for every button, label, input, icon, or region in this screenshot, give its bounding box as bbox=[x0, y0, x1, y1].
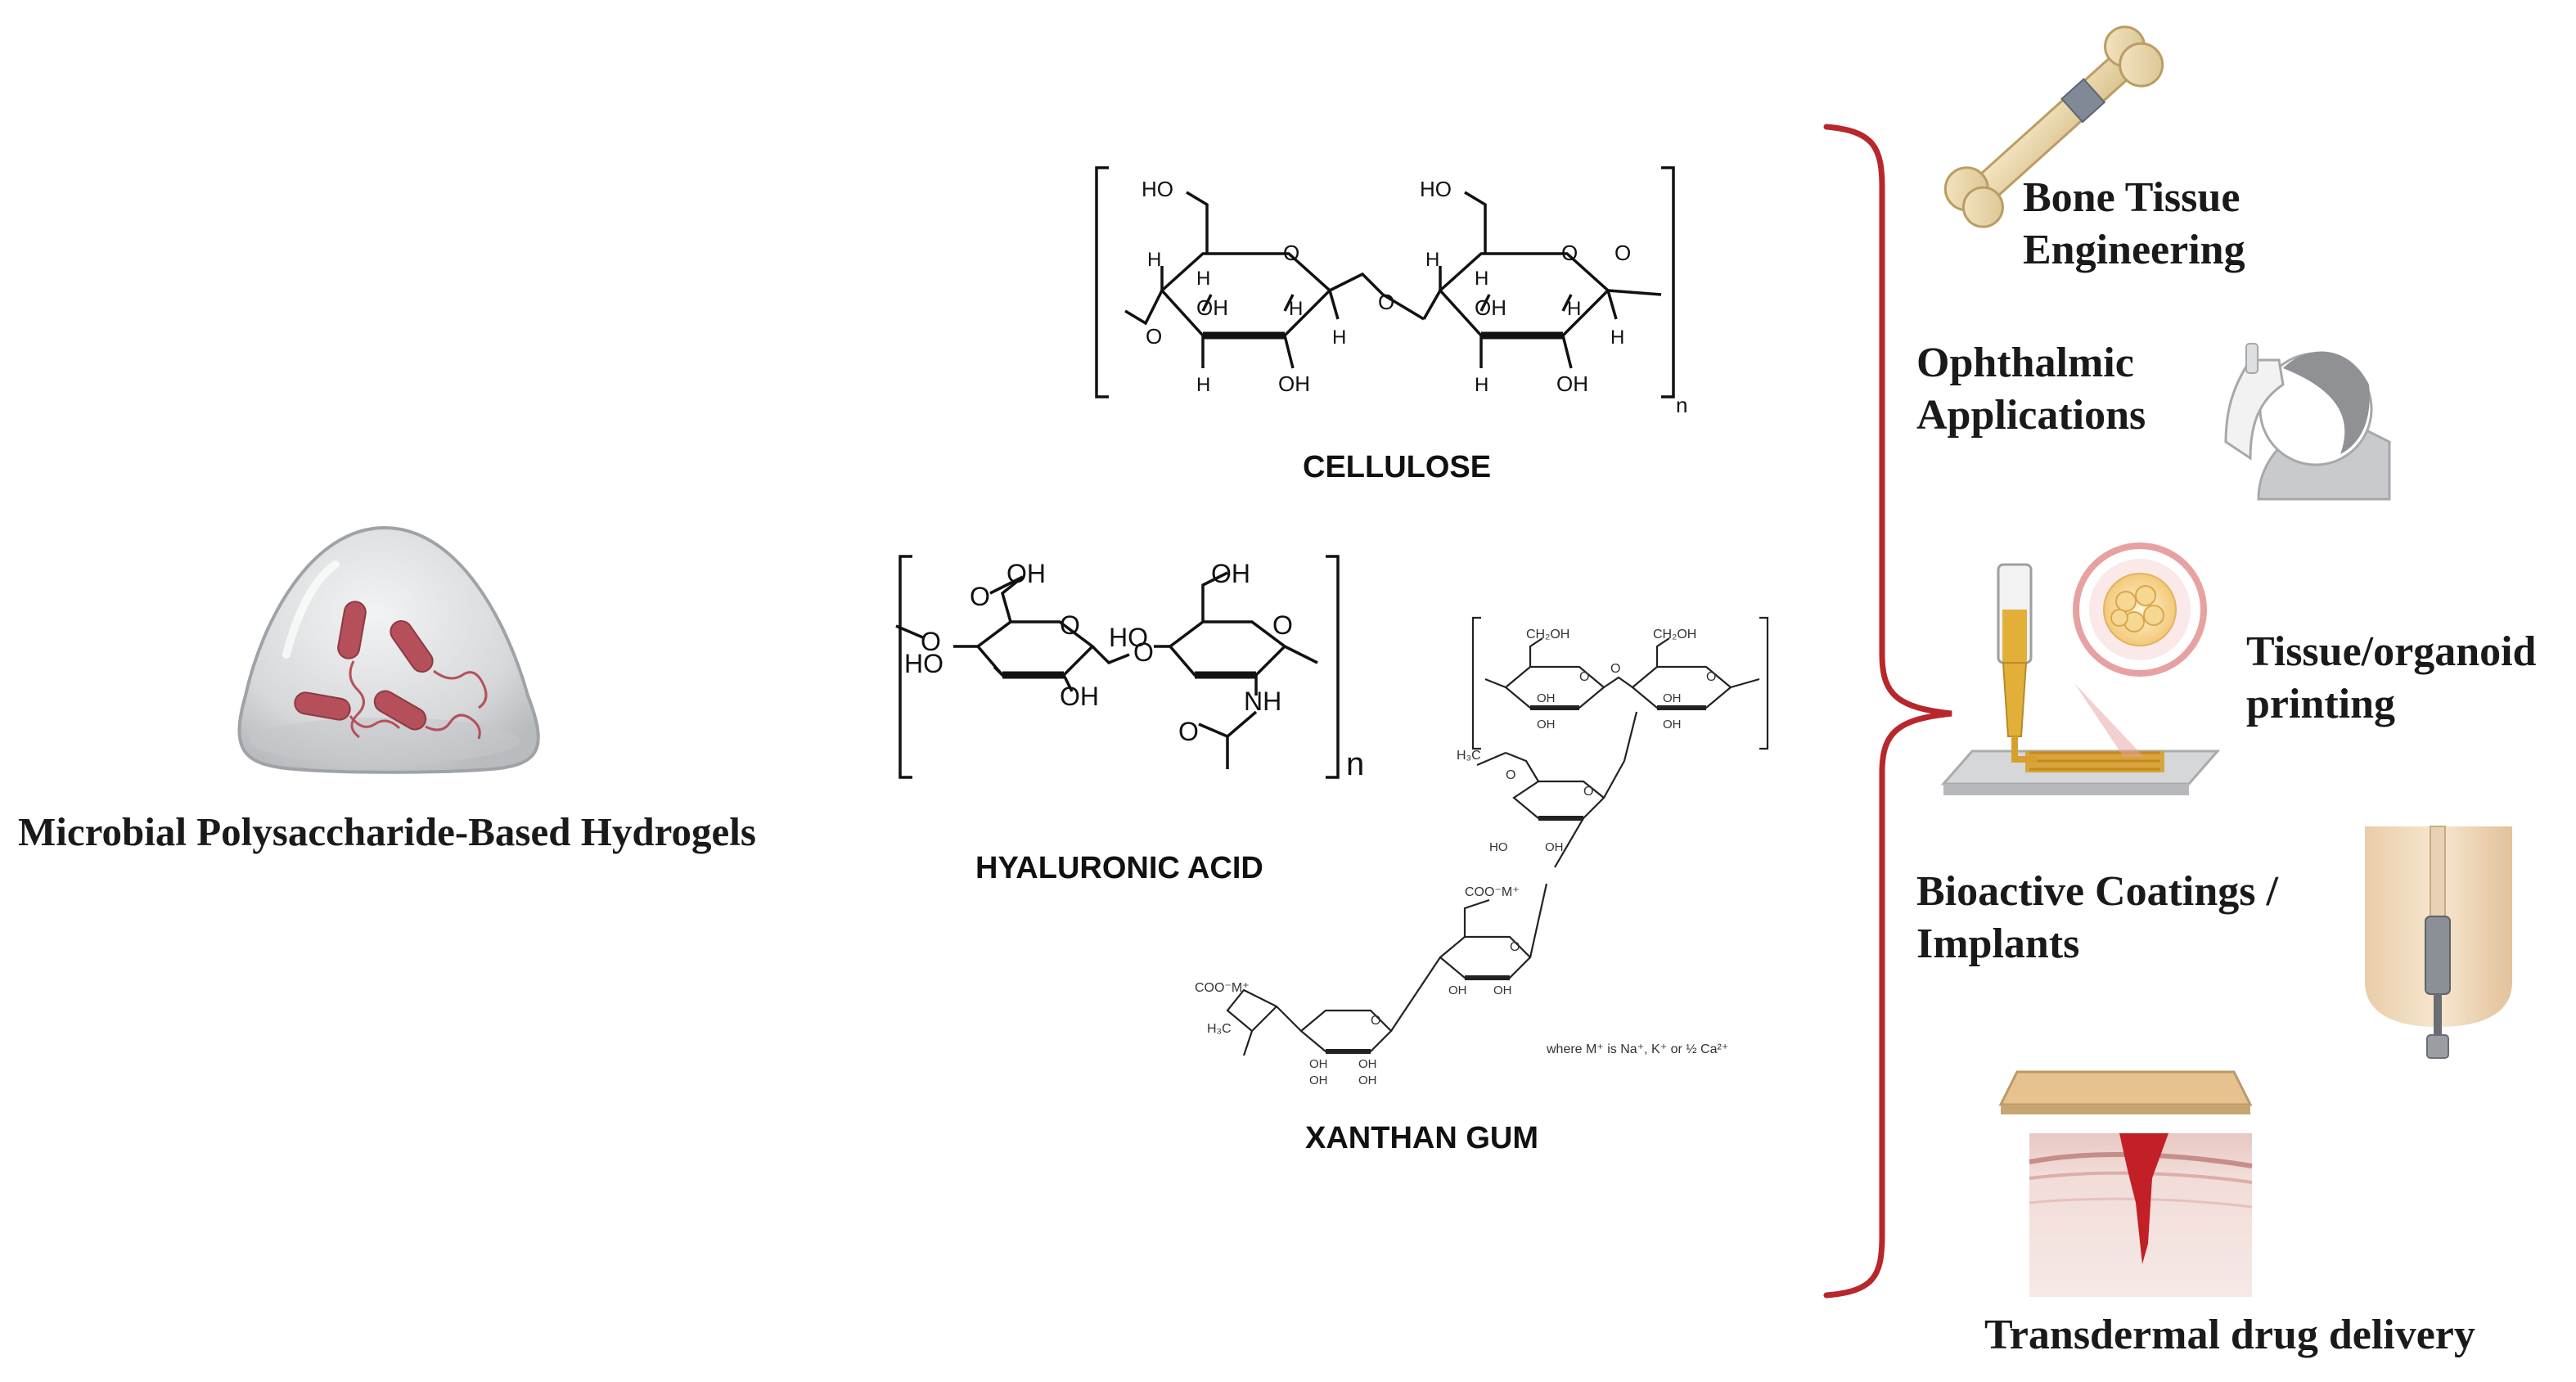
svg-text:O: O bbox=[1272, 610, 1293, 640]
svg-text:O: O bbox=[1178, 717, 1199, 746]
skin-wound-icon bbox=[2029, 1133, 2253, 1297]
application-bioactive-coatings: Bioactive Coatings / Implants bbox=[1916, 866, 2278, 970]
svg-text:NH: NH bbox=[1244, 686, 1281, 716]
hydrogel-dome-icon bbox=[237, 525, 540, 774]
bacteria-flagella bbox=[349, 660, 488, 740]
application-ophthalmic: Ophthalmic Applications bbox=[1916, 337, 2146, 442]
svg-text:H: H bbox=[1196, 374, 1210, 396]
svg-text:HO: HO bbox=[904, 649, 943, 678]
application-coatings-line2: Implants bbox=[1916, 921, 2080, 967]
svg-text:O: O bbox=[1583, 785, 1593, 799]
svg-text:O: O bbox=[1610, 662, 1620, 676]
svg-text:OH: OH bbox=[1358, 1057, 1377, 1071]
application-bone-line2: Engineering bbox=[2023, 227, 2245, 273]
eye-drop-icon bbox=[2224, 343, 2391, 501]
hyaluronic-acid-atom-labels: OH O O O HO OH O HO OH O NH O bbox=[904, 559, 1293, 746]
svg-text:OH: OH bbox=[1537, 691, 1556, 705]
svg-text:HO: HO bbox=[1142, 177, 1173, 201]
application-ophthalmic-line2: Applications bbox=[1916, 392, 2146, 439]
svg-text:COO⁻M⁺: COO⁻M⁺ bbox=[1195, 981, 1250, 995]
xanthan-gum-note: where M⁺ is Na⁺, K⁺ or ½ Ca²⁺ bbox=[1547, 1042, 1729, 1056]
svg-text:HO: HO bbox=[1489, 840, 1508, 854]
svg-text:HO: HO bbox=[1109, 623, 1148, 652]
svg-text:OH: OH bbox=[1309, 1074, 1328, 1087]
application-tissue-printing: Tissue/organoid printing bbox=[2246, 626, 2536, 731]
svg-text:OH: OH bbox=[1545, 840, 1564, 854]
hyaluronic-acid-label: HYALURONIC ACID bbox=[975, 851, 1263, 885]
hyaluronic-acid-subscript: n bbox=[1346, 746, 1365, 782]
svg-text:O: O bbox=[1579, 670, 1589, 684]
application-bone-line1: Bone Tissue bbox=[2023, 174, 2240, 221]
svg-text:O: O bbox=[1706, 670, 1716, 684]
svg-text:O: O bbox=[1561, 241, 1578, 265]
application-tissue-line1: Tissue/organoid bbox=[2246, 628, 2537, 675]
main-title: Microbial Polysaccharide-Based Hydrogels bbox=[18, 809, 756, 854]
svg-text:OH: OH bbox=[1475, 295, 1506, 320]
svg-text:O: O bbox=[921, 627, 941, 656]
application-ophthalmic-line1: Ophthalmic bbox=[1916, 340, 2134, 386]
svg-text:COO⁻M⁺: COO⁻M⁺ bbox=[1465, 885, 1520, 899]
implant-icon bbox=[2365, 826, 2512, 1059]
coating-patch-icon bbox=[1998, 1070, 2253, 1114]
svg-text:H: H bbox=[1610, 326, 1624, 349]
svg-text:CH₂OH: CH₂OH bbox=[1526, 628, 1569, 641]
svg-text:O: O bbox=[1371, 1014, 1380, 1028]
svg-text:H: H bbox=[1196, 268, 1210, 290]
svg-text:OH: OH bbox=[1537, 718, 1556, 732]
svg-text:H: H bbox=[1475, 268, 1488, 290]
application-tissue-line2: printing bbox=[2246, 681, 2396, 727]
svg-text:O: O bbox=[1146, 324, 1162, 349]
svg-text:OH: OH bbox=[1663, 718, 1682, 732]
svg-text:O: O bbox=[1615, 241, 1631, 265]
svg-text:OH: OH bbox=[1196, 295, 1228, 320]
svg-text:OH: OH bbox=[1448, 984, 1467, 997]
hyaluronic-acid-structure bbox=[895, 555, 1340, 779]
svg-text:OH: OH bbox=[1358, 1074, 1377, 1087]
svg-text:O: O bbox=[1506, 768, 1515, 782]
grouping-brace bbox=[1823, 124, 1952, 1299]
svg-text:H: H bbox=[1332, 326, 1346, 349]
svg-text:O: O bbox=[1283, 241, 1299, 265]
svg-text:OH: OH bbox=[1309, 1057, 1328, 1071]
svg-text:O: O bbox=[1510, 940, 1520, 954]
svg-text:O: O bbox=[970, 582, 990, 611]
bone-icon bbox=[1943, 25, 2164, 228]
xanthan-gum-atom-labels: CH₂OH CH₂OH O O O OH OH OH OH H₃C O O HO… bbox=[1195, 628, 1716, 1087]
svg-text:OH: OH bbox=[1211, 559, 1250, 588]
svg-text:OH: OH bbox=[1556, 371, 1588, 396]
svg-text:OH: OH bbox=[1278, 371, 1310, 396]
cellulose-subscript: n bbox=[1676, 393, 1688, 417]
svg-text:H₃C: H₃C bbox=[1207, 1022, 1232, 1036]
svg-text:OH: OH bbox=[1007, 559, 1046, 588]
xanthan-gum-structure bbox=[1226, 616, 1769, 1056]
svg-text:H: H bbox=[1567, 298, 1581, 320]
svg-text:O: O bbox=[1133, 637, 1154, 667]
svg-text:CH₂OH: CH₂OH bbox=[1653, 628, 1696, 641]
svg-text:H: H bbox=[1425, 249, 1439, 271]
svg-text:OH: OH bbox=[1060, 682, 1099, 711]
bacteria-icon bbox=[294, 601, 434, 731]
svg-text:H: H bbox=[1147, 249, 1161, 271]
svg-text:OH: OH bbox=[1493, 984, 1512, 997]
svg-text:OH: OH bbox=[1663, 691, 1682, 705]
svg-text:O: O bbox=[1378, 290, 1394, 314]
svg-text:HO: HO bbox=[1420, 177, 1452, 201]
application-bone-tissue: Bone Tissue Engineering bbox=[2023, 172, 2245, 277]
svg-text:H₃C: H₃C bbox=[1457, 749, 1481, 763]
application-transdermal: Transdermal drug delivery bbox=[1984, 1309, 2475, 1362]
bioprinter-icon bbox=[1940, 542, 2221, 795]
xanthan-gum-label: XANTHAN GUM bbox=[1305, 1121, 1538, 1155]
svg-text:H: H bbox=[1475, 374, 1488, 396]
svg-text:O: O bbox=[1060, 610, 1080, 640]
application-transdermal-line1: Transdermal drug delivery bbox=[1984, 1312, 2475, 1358]
cellulose-structure bbox=[1095, 166, 1675, 398]
cellulose-atom-labels: HO HO O O H H H H OH OH H H H H O O O H … bbox=[1142, 177, 1631, 396]
application-coatings-line1: Bioactive Coatings / bbox=[1916, 868, 2278, 915]
svg-text:H: H bbox=[1289, 298, 1303, 320]
cellulose-label: CELLULOSE bbox=[1303, 450, 1492, 484]
